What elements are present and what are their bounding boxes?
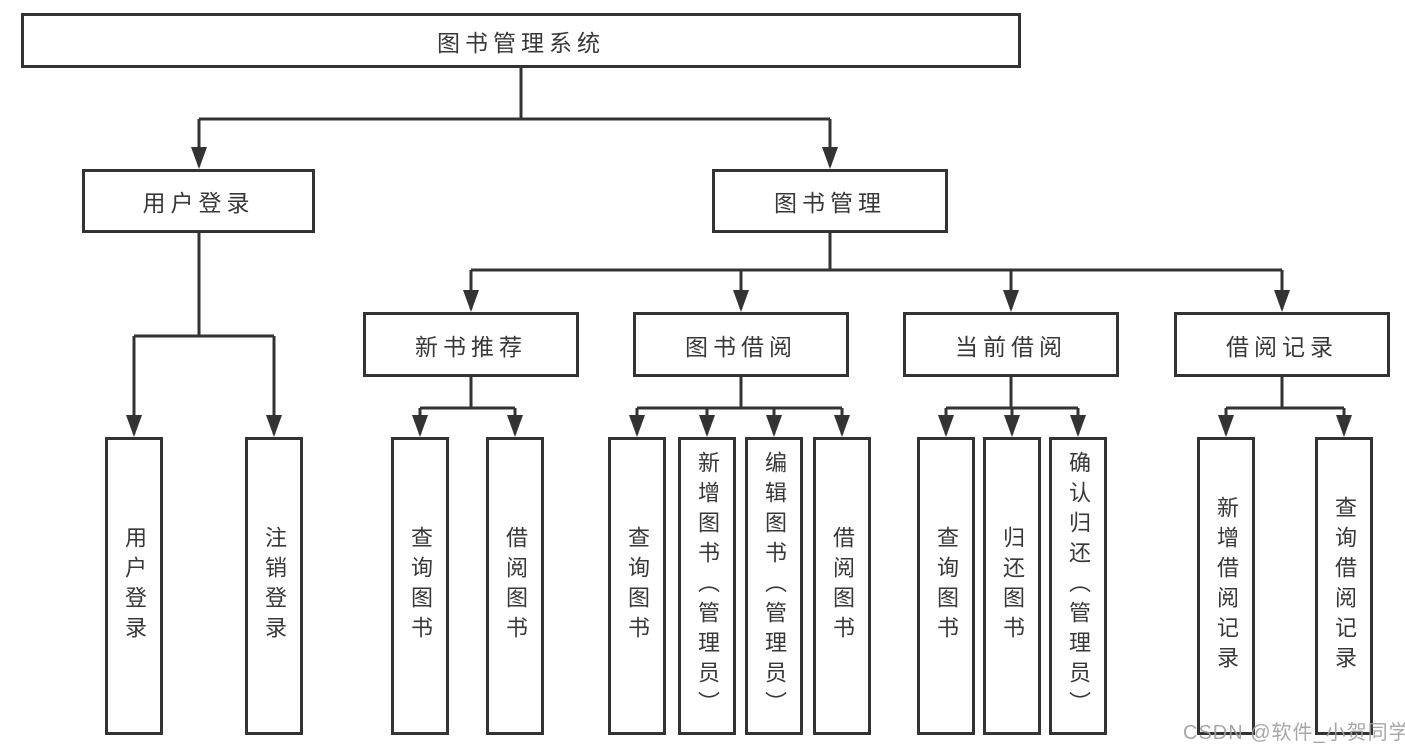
node-book-borrow: 图书借阅 — [633, 312, 849, 377]
node-book-mgmt: 图书管理 — [712, 169, 948, 233]
node-edit-books-admin: 编辑图书（管理员） — [745, 437, 803, 735]
node-logout-leaf: 注销登录 — [245, 437, 303, 735]
node-add-books-admin: 新增图书（管理员） — [678, 437, 736, 735]
node-return-books: 归还图书 — [983, 437, 1041, 735]
node-borrow-books: 借阅图书 — [813, 437, 871, 735]
node-user-login-leaf: 用户登录 — [105, 437, 163, 735]
node-confirm-return-admin: 确认归还（管理员） — [1049, 437, 1107, 735]
node-current-borrow: 当前借阅 — [903, 312, 1119, 377]
node-query-books-current: 查询图书 — [917, 437, 975, 735]
node-query-books-borrow: 查询图书 — [608, 437, 666, 735]
watermark: CSDN @软件_小贺同学 — [1183, 722, 1405, 744]
node-borrow-books-recommend: 借阅图书 — [486, 437, 544, 735]
node-user-login: 用户登录 — [82, 169, 315, 233]
node-query-borrow-record: 查询借阅记录 — [1315, 437, 1373, 735]
node-root: 图书管理系统 — [21, 13, 1021, 68]
node-borrow-records: 借阅记录 — [1174, 312, 1390, 377]
node-new-book-recommend: 新书推荐 — [363, 312, 579, 377]
node-query-books-recommend: 查询图书 — [391, 437, 449, 735]
node-add-borrow-record: 新增借阅记录 — [1197, 437, 1255, 735]
